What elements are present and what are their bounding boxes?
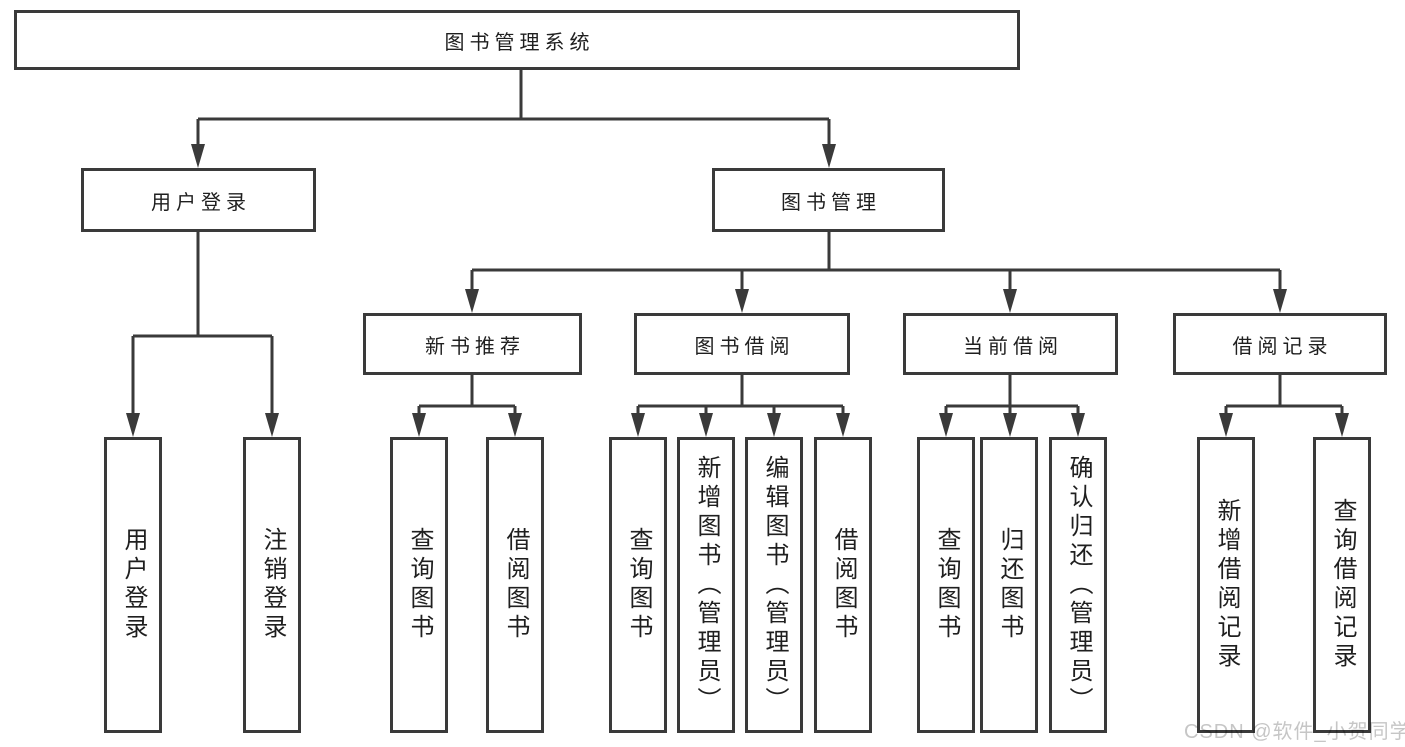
leaf-add-book-admin: 新增图书（管理员） — [677, 437, 735, 733]
node-label: 图书管理系统 — [444, 31, 595, 54]
node-label: 查询图书 — [625, 527, 652, 643]
leaf-add-borrow-record: 新增借阅记录 — [1197, 437, 1255, 733]
leaf-edit-book-admin: 编辑图书（管理员） — [745, 437, 803, 733]
leaf-return-books: 归还图书 — [980, 437, 1038, 733]
node-label: 确认归还（管理员） — [1065, 454, 1092, 716]
node-label: 查询图书 — [406, 527, 433, 643]
node-label: 注销登录 — [259, 527, 286, 643]
node-label: 当前借阅 — [963, 335, 1063, 358]
node-label: 用户登录 — [120, 527, 147, 643]
node-borrowing-records: 借阅记录 — [1173, 313, 1387, 375]
leaf-query-books-2: 查询图书 — [609, 437, 667, 733]
node-label: 图书借阅 — [694, 335, 795, 358]
leaf-logout: 注销登录 — [243, 437, 301, 733]
node-current-borrowing: 当前借阅 — [903, 313, 1118, 375]
leaf-query-books-1: 查询图书 — [390, 437, 448, 733]
node-user-login: 用户登录 — [81, 168, 316, 232]
leaf-query-books-3: 查询图书 — [917, 437, 975, 733]
leaf-user-login: 用户登录 — [104, 437, 162, 733]
node-label: 新增图书（管理员） — [693, 454, 720, 716]
csdn-watermark: CSDN @软件_小贺同学 — [1184, 721, 1405, 743]
leaf-query-borrow-record: 查询借阅记录 — [1313, 437, 1371, 733]
connector-root-to-level2 — [191, 70, 836, 168]
node-book-borrowing: 图书借阅 — [634, 313, 850, 375]
node-label: 查询借阅记录 — [1329, 498, 1356, 672]
leaf-confirm-return-admin: 确认归还（管理员） — [1049, 437, 1107, 733]
node-label: 新增借阅记录 — [1213, 498, 1240, 672]
node-label: 借阅记录 — [1232, 335, 1333, 358]
node-label: 新书推荐 — [425, 335, 525, 358]
node-label: 查询图书 — [933, 527, 960, 643]
connector-borrow-records-to-leaves — [1219, 375, 1349, 437]
node-label: 用户登录 — [151, 191, 251, 214]
connector-user-login-to-leaves — [126, 232, 279, 437]
node-label: 编辑图书（管理员） — [761, 454, 788, 716]
connector-current-borrow-to-leaves — [939, 375, 1085, 437]
leaf-borrow-books-2: 借阅图书 — [814, 437, 872, 733]
node-library-system: 图书管理系统 — [14, 10, 1020, 70]
node-label: 图书管理 — [781, 191, 881, 214]
node-label: 借阅图书 — [502, 527, 529, 643]
leaf-borrow-books-1: 借阅图书 — [486, 437, 544, 733]
node-new-book-recommend: 新书推荐 — [363, 313, 582, 375]
node-label: 借阅图书 — [830, 527, 857, 643]
connector-new-book-to-leaves — [412, 375, 522, 437]
connector-book-borrow-to-leaves — [631, 375, 850, 437]
node-book-management: 图书管理 — [712, 168, 945, 232]
node-label: 归还图书 — [996, 527, 1023, 643]
connector-book-mgmt-to-level3 — [465, 232, 1287, 313]
